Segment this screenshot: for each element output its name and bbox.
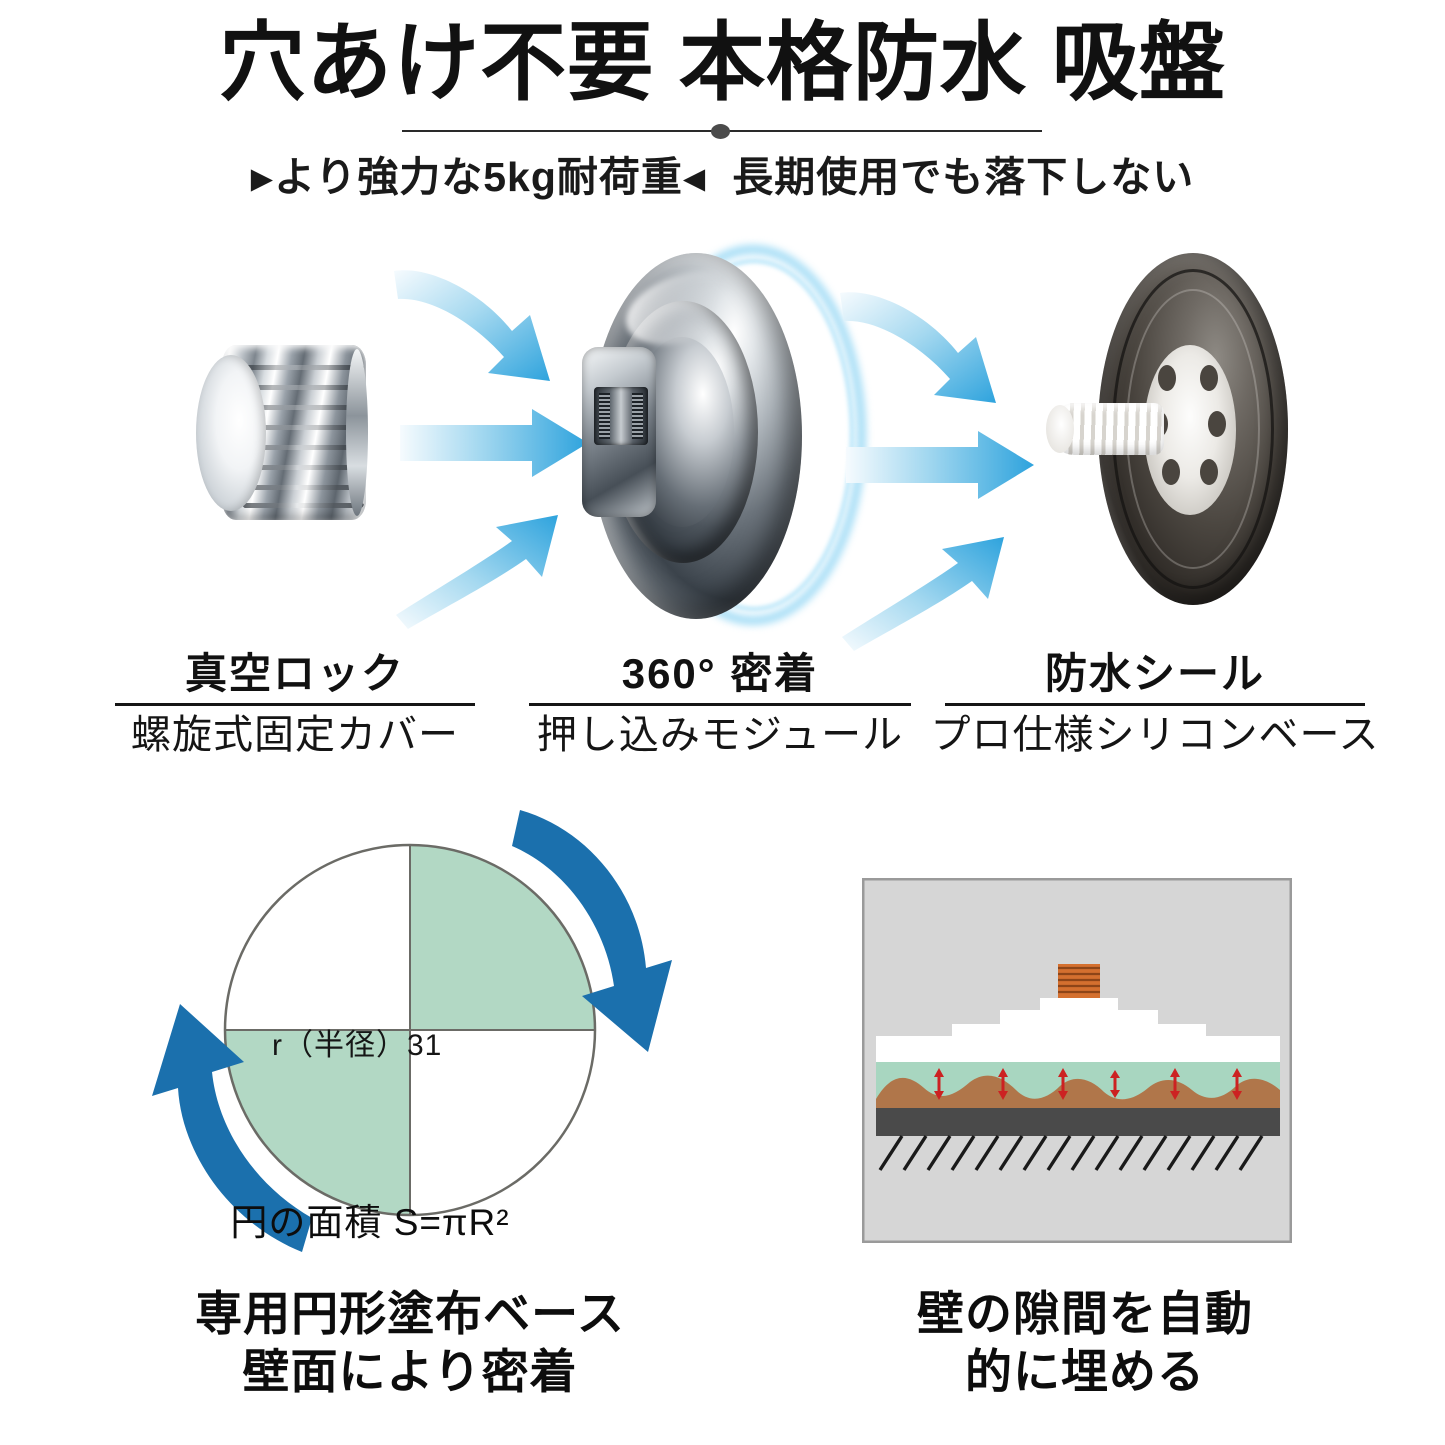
circle-radius-label: r（半径）31: [272, 1029, 443, 1062]
base-vent-hole: [1158, 365, 1176, 391]
bottom-caption-left-line1: 専用円形塗布ベース: [195, 1287, 625, 1340]
diamond-dot-icon: [711, 124, 730, 139]
bottom-caption-left-line2: 壁面により密着: [242, 1345, 578, 1399]
page-title: 穴あけ不要 本格防水 吸盤: [219, 15, 1226, 111]
caption-underline: [529, 702, 911, 706]
page-subtitle: ▶より強力な5kg耐荷重◀ 長期使用でも落下しない: [0, 143, 1445, 203]
feature-caption-waterproof-seal: 防水シール プロ仕様シリコンベース: [890, 650, 1420, 758]
subtitle-strong-text: より強力な5kg耐荷重: [274, 154, 683, 200]
cap-rim: [346, 349, 368, 516]
feature-subtitle: 螺旋式固定カバー: [131, 712, 459, 757]
cap-face: [196, 355, 266, 511]
feature-title: 防水シール: [1044, 650, 1265, 697]
circle-area-diagram: [120, 800, 720, 1270]
circle-formula-label: 円の面積 S=πR²: [230, 1202, 510, 1243]
right-marker-icon: ◀: [682, 163, 707, 195]
cap-grooves: [242, 359, 364, 509]
product-exploded-row: [0, 205, 1445, 651]
base-vent-hole: [1162, 459, 1180, 485]
feature-subtitle: 押し込みモジュール: [536, 712, 904, 757]
title-divider: [402, 124, 1042, 139]
arrow-group-right: [838, 275, 1068, 655]
feature-title: 360° 密着: [621, 650, 819, 697]
feature-subtitle: プロ仕様シリコンベース: [930, 712, 1380, 757]
bottom-caption-right-line2: 的に埋める: [965, 1345, 1205, 1399]
wall-gap-fill-cross-section: [862, 878, 1292, 1243]
caption-underline: [945, 702, 1365, 706]
product-image-chrome-suction-module: [572, 235, 872, 635]
bottom-caption-right: 壁の隙間を自動 的に埋める: [780, 1285, 1390, 1402]
feature-caption-vacuum-lock: 真空ロック 螺旋式固定カバー: [30, 650, 560, 758]
base-post-cap: [1046, 405, 1074, 453]
arrow-group-left: [392, 253, 622, 633]
base-vent-hole: [1200, 365, 1218, 391]
subtitle-tail-text: 長期使用でも落下しない: [732, 154, 1195, 200]
feature-title: 真空ロック: [184, 650, 405, 697]
caption-underline: [115, 702, 475, 706]
product-image-silicone-suction-base: [1040, 253, 1290, 613]
base-vent-hole: [1208, 411, 1226, 437]
base-vent-hole: [1200, 459, 1218, 485]
left-marker-icon: ▶: [250, 163, 275, 195]
feature-caption-row: 真空ロック 螺旋式固定カバー 360° 密着 押し込みモジュール 防水シール プ…: [0, 650, 1445, 765]
bottom-caption-right-line1: 壁の隙間を自動: [917, 1287, 1253, 1340]
module-slot: [594, 387, 648, 445]
bottom-caption-left: 専用円形塗布ベース 壁面により密着: [60, 1285, 760, 1402]
feature-caption-360-seal: 360° 密着 押し込みモジュール: [455, 650, 985, 758]
product-image-chrome-knurled-cap: [196, 345, 368, 520]
